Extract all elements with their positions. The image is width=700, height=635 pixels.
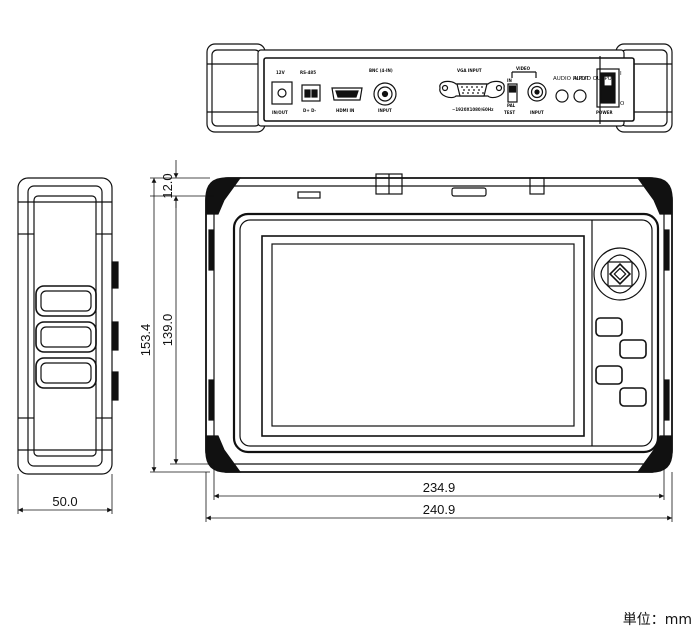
function-key-3 — [595, 365, 623, 385]
bnc-label: BNC (4-IN) — [369, 68, 393, 73]
function-key-1 — [595, 317, 623, 337]
dim-top-offset: 12.0 — [160, 173, 175, 198]
display-screen — [261, 235, 585, 437]
function-key-2 — [619, 339, 647, 359]
dpad-left-button — [600, 260, 609, 288]
top-view — [206, 43, 673, 133]
rs485-label: RS-485 — [300, 70, 316, 75]
video-sw-top-label: IN — [507, 78, 512, 83]
vga-sub-label: ~1920X1080/60Hz — [452, 107, 494, 112]
side-button-1 — [111, 261, 119, 289]
dim-depth: 50.0 — [52, 494, 77, 509]
side-view — [17, 177, 119, 475]
audio-out-label: AUDIO OUTPUT — [573, 76, 616, 82]
dpad-center-button — [608, 262, 632, 286]
side-grip-2 — [35, 321, 97, 353]
hdmi-label: HDMI IN — [336, 108, 354, 113]
side-button-2 — [111, 321, 119, 351]
dim-width-inner: 234.9 — [423, 480, 456, 495]
top-left-bumper — [206, 43, 266, 133]
video-sub-label: INPUT — [530, 110, 544, 115]
side-button-3 — [111, 371, 119, 401]
hdmi-port — [331, 87, 363, 101]
vga-label: VGA INPUT — [457, 68, 482, 73]
rs485-port — [301, 84, 321, 102]
dc-label: 12V — [276, 70, 286, 75]
power-off-label: O — [620, 101, 625, 107]
device-frame — [205, 177, 673, 473]
function-key-4 — [619, 387, 647, 407]
audio-output-jack — [573, 89, 587, 103]
vga-port — [439, 80, 505, 99]
power-label: POWER — [596, 110, 613, 115]
video-sw-bottom-label: PAL — [507, 103, 516, 108]
video-label: VIDEO — [516, 66, 531, 71]
front-bezel — [232, 212, 660, 454]
power-switch — [596, 68, 620, 108]
dpad-control — [593, 247, 647, 301]
bnc-sub-label: INPUT — [378, 108, 392, 113]
video-mode-switch — [507, 83, 518, 103]
dc-sub-label: IN/OUT — [272, 110, 288, 115]
dc-jack-port — [271, 81, 293, 105]
bnc-port — [373, 82, 397, 106]
video-sw-sub-label: TEST — [504, 110, 515, 115]
dpad-right-button — [631, 260, 640, 288]
audio-in-label: AUDIO INPUT — [553, 76, 590, 82]
unit-label: 単位：mm — [622, 612, 692, 628]
side-grip-3 — [35, 357, 97, 389]
dimension-lines — [17, 160, 673, 522]
front-view — [205, 173, 673, 473]
power-on-label: I — [620, 71, 622, 77]
video-bnc-port — [527, 82, 547, 102]
rs485-sub-label: D+ D- — [303, 108, 316, 113]
dim-height-inner: 139.0 — [160, 314, 175, 347]
dim-height-total: 153.4 — [138, 324, 153, 357]
dpad-down-button — [606, 285, 634, 294]
dpad-up-button — [606, 254, 634, 263]
dim-width-total: 240.9 — [423, 502, 456, 517]
side-grip-1 — [35, 285, 97, 317]
port-labels: 12V IN/OUT RS-485 D+ D- HDMI IN BNC (4-I… — [272, 66, 625, 115]
audio-input-jack — [555, 89, 569, 103]
